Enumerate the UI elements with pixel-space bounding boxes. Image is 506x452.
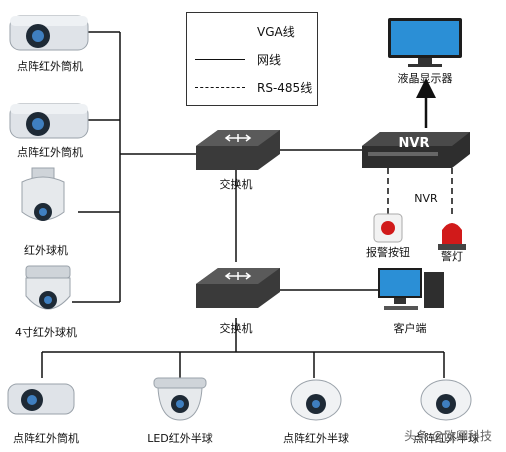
network-switch-icon	[196, 130, 280, 170]
bullet-camera-icon	[7, 383, 75, 415]
legend-vga-label: VGA线	[257, 25, 295, 39]
nvr-label: NVR	[414, 192, 438, 205]
camera-label: 点阵红外半球	[283, 432, 349, 445]
legend: VGA线 网线 RS-485线	[186, 12, 318, 106]
solid-line-sample	[195, 59, 245, 60]
nvr-device-icon	[362, 132, 470, 168]
legend-rs485-label: RS-485线	[257, 81, 313, 95]
alarm-button-label: 报警按钮	[366, 246, 410, 259]
speed-dome-camera-icon	[21, 167, 65, 221]
legend-item-network: 网线	[195, 49, 315, 69]
camera-label: 点阵红外筒机	[17, 60, 83, 73]
bullet-camera-icon	[9, 103, 89, 139]
small-dome-camera-icon	[25, 265, 71, 310]
client-pc-icon	[378, 268, 444, 310]
camera-label: 点阵红外筒机	[13, 432, 79, 445]
monitor-icon	[388, 18, 462, 67]
nvr-face-text: NVR	[398, 136, 430, 151]
dome-camera-icon	[290, 379, 342, 421]
legend-item-vga: VGA线	[195, 21, 315, 41]
switch-label: 交换机	[219, 178, 253, 191]
camera-label: 点阵红外筒机	[17, 146, 83, 159]
dome-camera-icon	[420, 379, 472, 421]
camera-label: 红外球机	[24, 244, 68, 257]
alarm-button-icon	[373, 213, 403, 243]
camera-label: 点阵红外半球	[413, 432, 479, 445]
client-label: 客户端	[393, 322, 427, 335]
led-dome-camera-icon	[153, 377, 207, 421]
left-bus-lines	[72, 31, 196, 303]
rs485-lines	[387, 168, 453, 218]
warning-light-icon	[438, 223, 466, 250]
legend-network-label: 网线	[257, 53, 282, 67]
warning-light-label: 警灯	[441, 250, 463, 263]
camera-label: 4寸红外球机	[15, 326, 77, 339]
bullet-camera-icon	[9, 15, 89, 51]
monitor-label: 液晶显示器	[397, 72, 453, 85]
camera-label: LED红外半球	[147, 432, 213, 445]
bottom-bus-lines	[41, 318, 445, 378]
watermark: 头条 @欧卿科技	[404, 429, 492, 443]
dashed-line-sample	[195, 87, 245, 88]
legend-item-rs485: RS-485线	[195, 77, 315, 97]
network-switch-icon	[196, 268, 280, 308]
switch-label: 交换机	[219, 322, 253, 335]
